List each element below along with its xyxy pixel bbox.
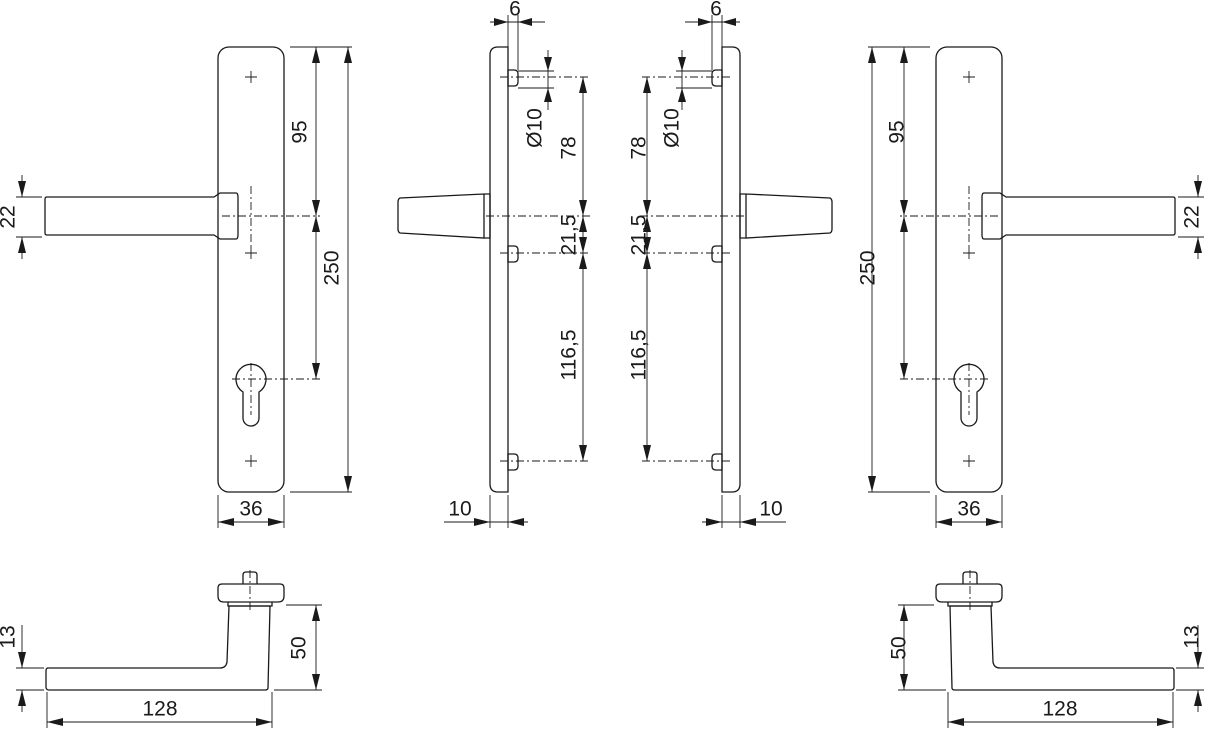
left-front-view	[15, 46, 353, 729]
dim-10-left: 10	[448, 498, 471, 521]
dim-13-left: 13	[0, 625, 20, 648]
dim-95-left: 95	[289, 120, 312, 143]
dim-78-right: 78	[628, 136, 651, 159]
dim-50-right: 50	[888, 636, 911, 659]
dim-50-left: 50	[288, 636, 311, 659]
dim-116-5-right: 116,5	[628, 330, 651, 381]
dim-36-right: 36	[957, 498, 980, 521]
dim-22-right: 22	[1181, 205, 1204, 228]
dim-128-right: 128	[1042, 698, 1077, 721]
right-side-view	[639, 14, 833, 529]
dim-78-left: 78	[558, 136, 581, 159]
dim-250-right: 250	[857, 250, 880, 285]
dim-21-5-right: 21,5	[628, 215, 651, 256]
dim-116-5-left: 116,5	[558, 330, 581, 381]
dim-6-left: 6	[509, 0, 521, 21]
dim-128-left: 128	[142, 698, 177, 721]
dim-d10-right: Ø10	[661, 108, 684, 148]
dim-95-right: 95	[886, 120, 909, 143]
right-front-view	[867, 46, 1205, 729]
dim-13-right: 13	[1181, 625, 1204, 648]
dim-36-left: 36	[239, 498, 262, 521]
dim-d10-left: Ø10	[524, 108, 547, 148]
left-side-view	[397, 14, 591, 529]
dim-250-left: 250	[321, 250, 344, 285]
dim-6-right: 6	[710, 0, 722, 21]
dim-21-5-left: 21,5	[558, 215, 581, 256]
dim-10-right: 10	[759, 498, 782, 521]
dim-22-left: 22	[0, 205, 20, 228]
